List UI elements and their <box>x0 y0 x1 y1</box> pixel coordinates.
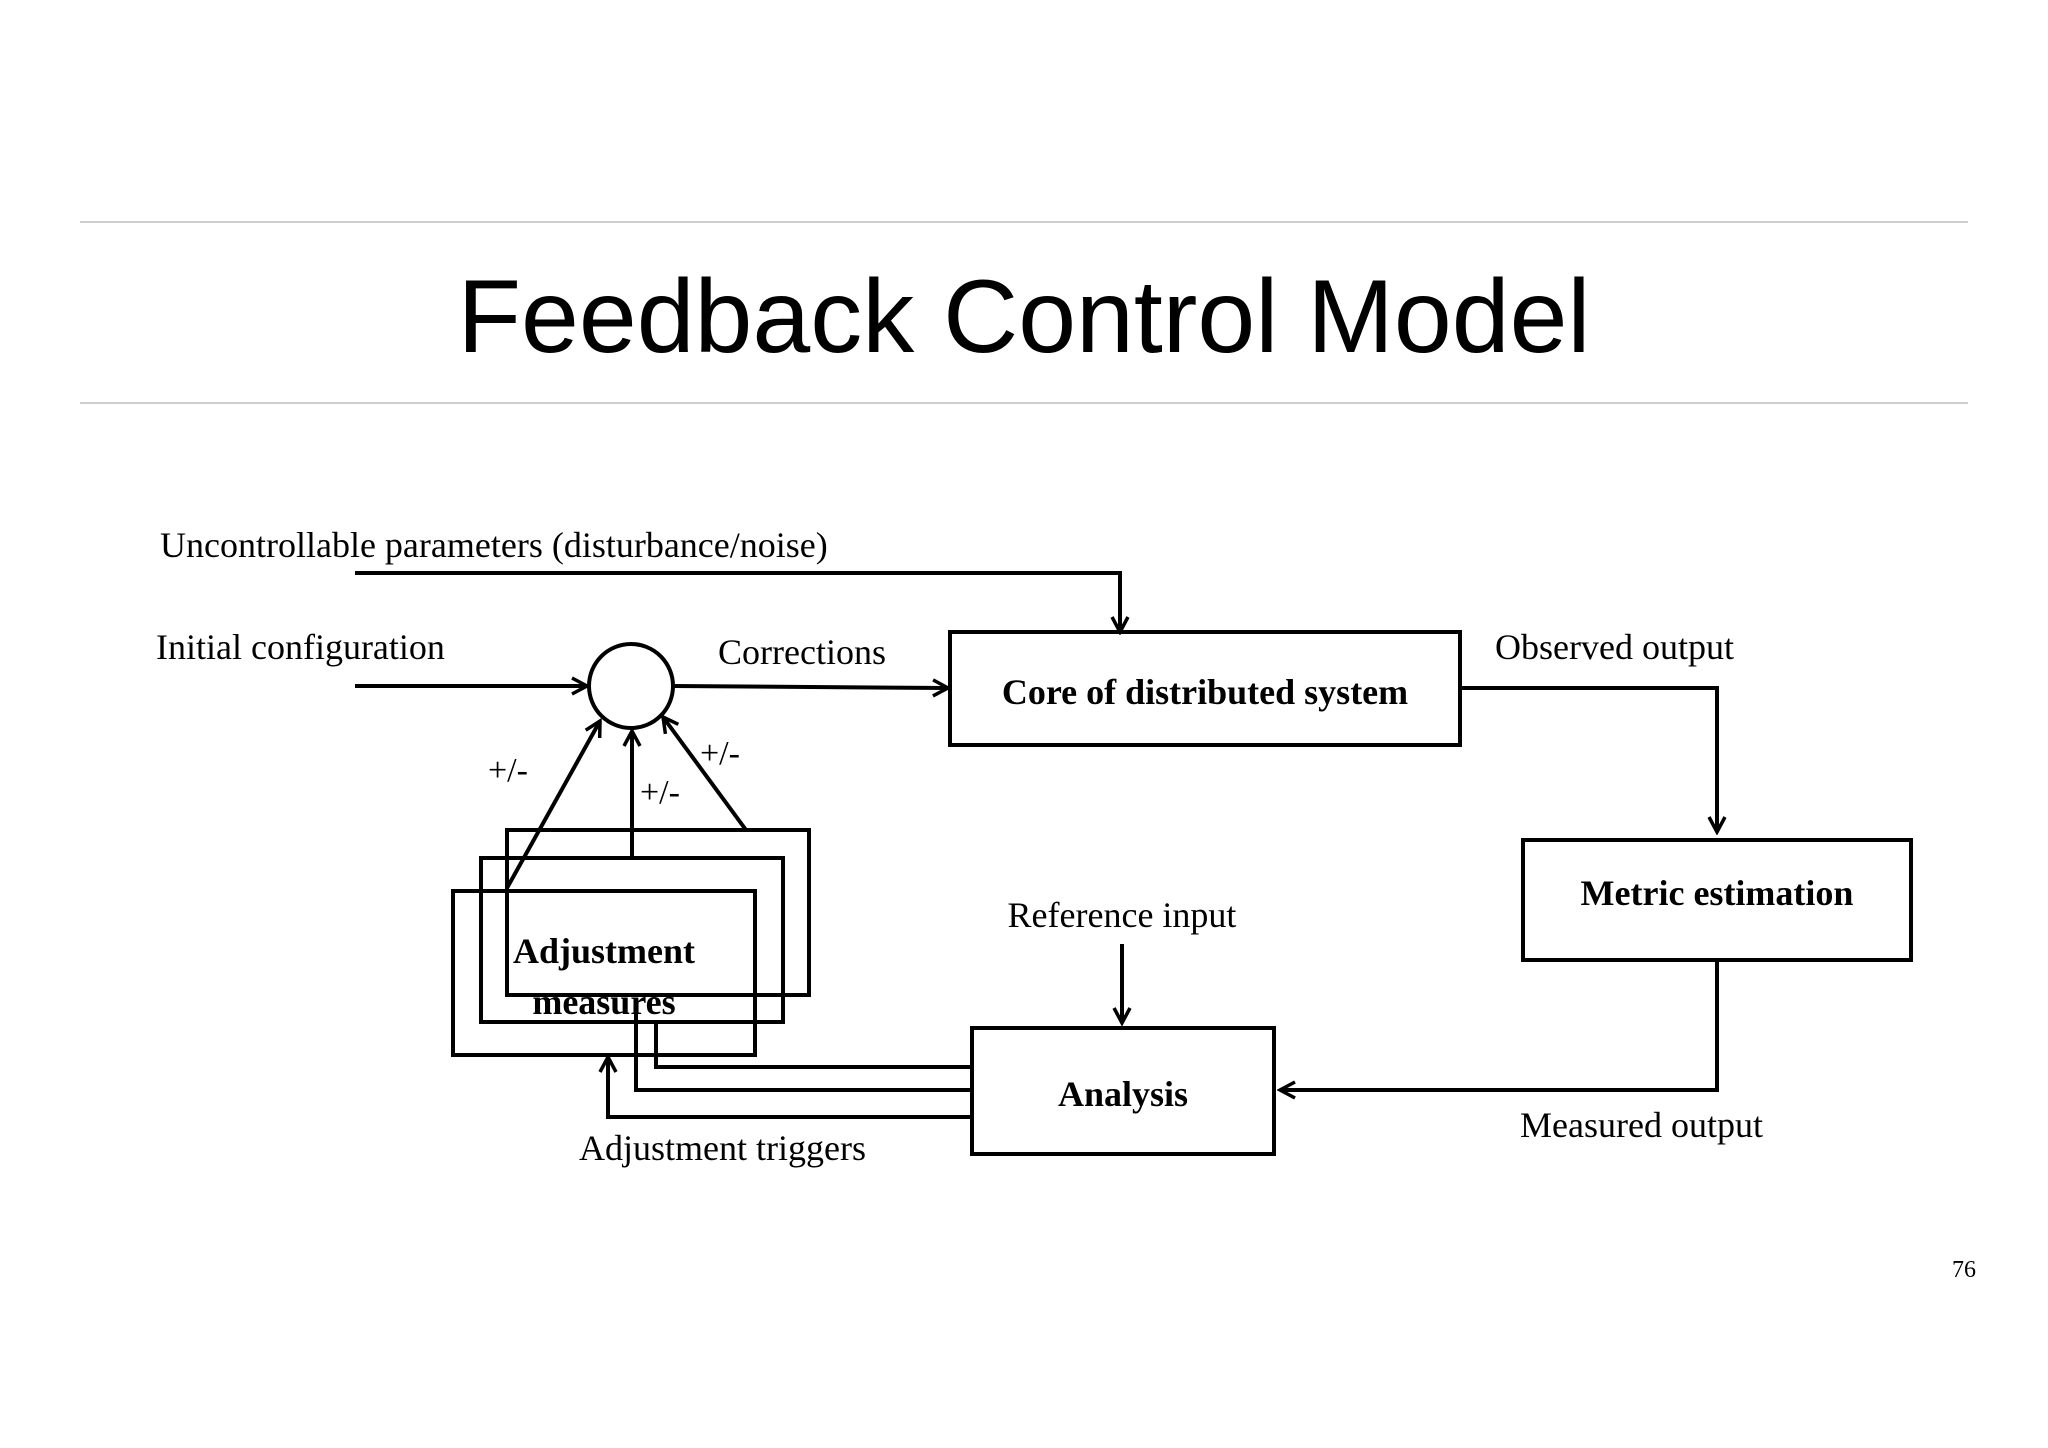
measured-output-arrow <box>1280 960 1719 1090</box>
feedback-arrow-right <box>663 717 748 832</box>
observed-output-label: Observed output <box>1495 627 1734 667</box>
adjustment-triggers-label: Adjustment triggers <box>579 1128 866 1168</box>
measured-output-label: Measured output <box>1520 1105 1763 1145</box>
corrections-arrow <box>672 686 948 688</box>
feedback-arrow-left <box>505 721 600 889</box>
disturbance-arrow <box>355 571 1120 632</box>
trigger-line-2 <box>634 1013 972 1092</box>
initial-config-label: Initial configuration <box>156 627 445 667</box>
analysis-label: Analysis <box>1058 1074 1188 1114</box>
reference-input-label: Reference input <box>1008 895 1237 935</box>
corrections-label: Corrections <box>718 632 886 672</box>
core-system-label: Core of distributed system <box>1002 672 1408 712</box>
adjustment-label-line1: Adjustment <box>513 931 695 971</box>
sign-left: +/- <box>488 752 528 789</box>
slide-title: Feedback Control Model <box>457 259 1590 375</box>
summing-junction <box>587 642 675 730</box>
observed-output-arrow <box>1460 686 1717 832</box>
sign-right: +/- <box>700 735 740 772</box>
metric-estimation-label: Metric estimation <box>1581 873 1854 913</box>
adjustment-box-back <box>505 828 811 997</box>
page-number: 76 <box>1952 1257 1976 1283</box>
uncontrollable-label: Uncontrollable parameters (disturbance/n… <box>160 525 828 565</box>
adjustment-trigger-arrow <box>608 1057 972 1119</box>
sign-middle: +/- <box>640 774 680 811</box>
adjustment-box-front <box>451 889 757 1057</box>
trigger-line-1 <box>654 1022 972 1069</box>
adjustment-label-line2: measures <box>532 982 675 1022</box>
